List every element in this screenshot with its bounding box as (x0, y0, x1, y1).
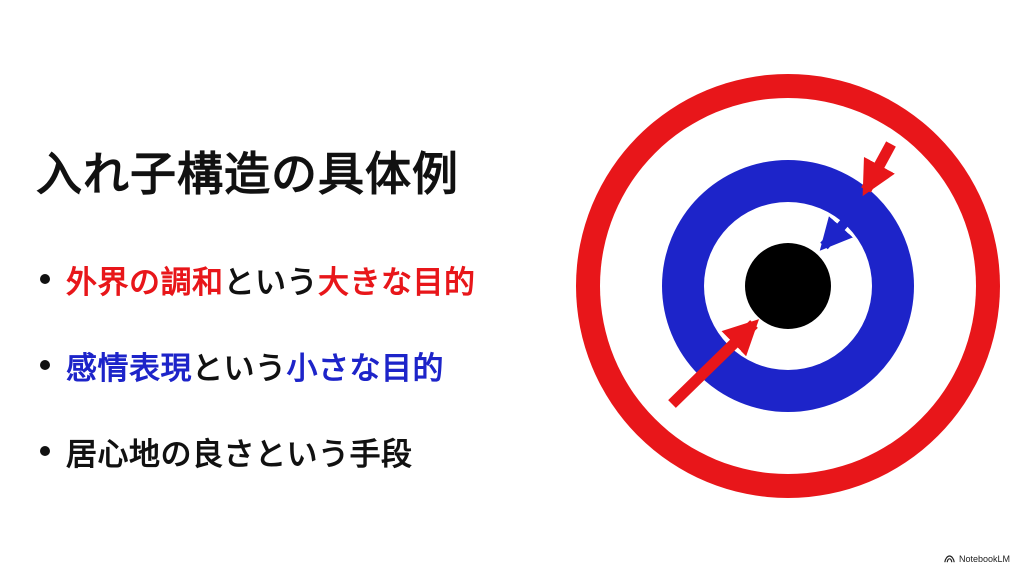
watermark-text: NotebookLM (958, 554, 1010, 564)
center-black-dot (745, 243, 831, 329)
bullet-dot-icon (40, 446, 50, 456)
bullet-dot-icon (40, 274, 50, 284)
bullet-list: 外界の調和という大きな目的 感情表現という小さな目的 居心地の良さという手段 (40, 236, 476, 494)
phrase-connector: という (223, 264, 318, 301)
bullet-text: 居心地の良さという手段 (66, 429, 413, 474)
notebooklm-watermark: NotebookLM (944, 554, 1010, 564)
slide-title: 入れ子構造の具体例 (36, 147, 459, 201)
bullet-text: 外界の調和という大きな目的 (66, 257, 476, 302)
phrase-emotion-expression: 感情表現 (66, 350, 192, 387)
phrase-comfort-means: 居心地の良さという手段 (66, 436, 413, 473)
notebooklm-logo-icon (944, 555, 955, 563)
phrase-connector: という (192, 350, 287, 387)
bullet-text: 感情表現という小さな目的 (66, 343, 444, 388)
phrase-big-purpose: 大きな目的 (318, 264, 476, 301)
bullet-item-means: 居心地の良さという手段 (40, 408, 476, 494)
red-arrow-outer-icon (861, 141, 896, 197)
bullet-dot-icon (40, 360, 50, 370)
bullet-item-emotion: 感情表現という小さな目的 (40, 322, 476, 408)
phrase-small-purpose: 小さな目的 (286, 350, 444, 387)
target-diagram (576, 74, 1000, 498)
phrase-outer-harmony: 外界の調和 (66, 264, 224, 301)
red-arrow-center-icon (668, 319, 760, 408)
bullet-item-harmony: 外界の調和という大きな目的 (40, 236, 476, 322)
blue-arrow-inner-icon (819, 208, 858, 251)
